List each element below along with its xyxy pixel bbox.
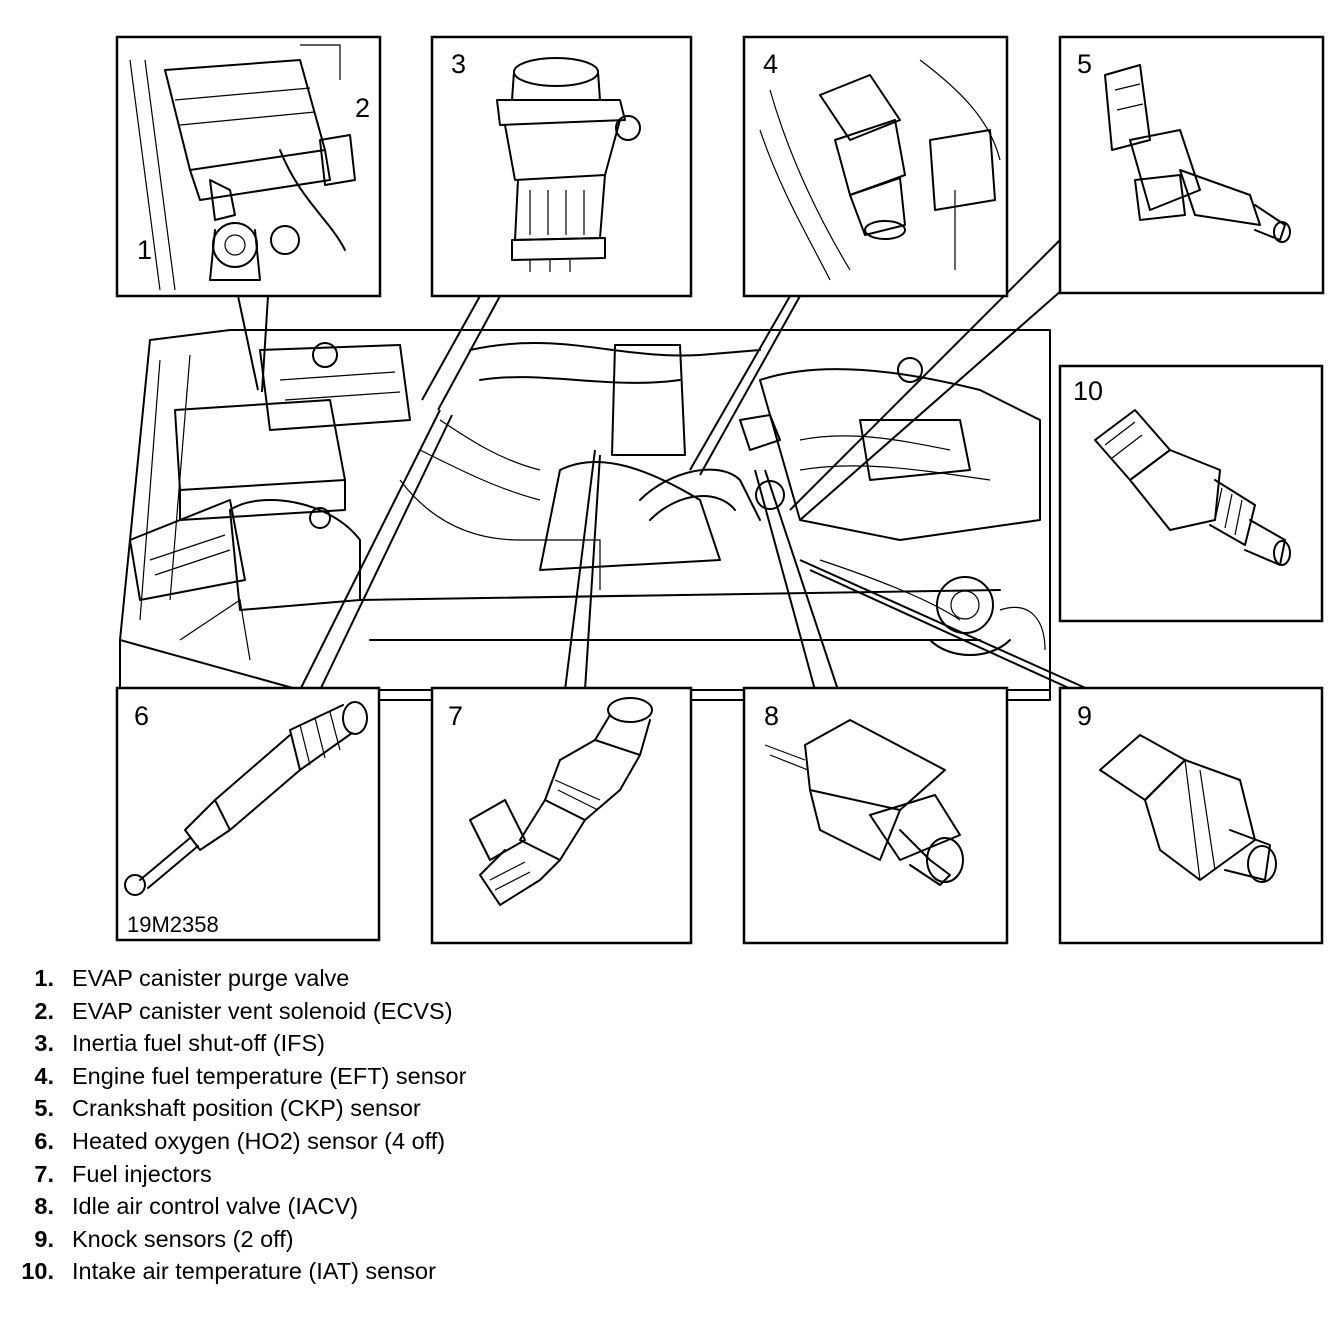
figure-code: 19M2358 bbox=[127, 912, 219, 937]
legend-item: 9. Knock sensors (2 off) bbox=[0, 1223, 640, 1256]
legend-text: Fuel injectors bbox=[72, 1160, 212, 1187]
panel-ckp-sensor: 5 bbox=[1058, 35, 1325, 295]
ho2-sensor-illustration bbox=[124, 701, 368, 896]
legend-number: 9. bbox=[34, 1225, 54, 1252]
callout-6: 6 bbox=[134, 701, 149, 731]
iat-sensor-illustration bbox=[1094, 409, 1291, 566]
panel-iacv: 8 bbox=[742, 686, 1009, 945]
legend-text: Intake air temperature (IAT) sensor bbox=[72, 1258, 436, 1285]
legend-number: 2. bbox=[34, 997, 54, 1024]
legend-number: 4. bbox=[34, 1062, 54, 1089]
eft-sensor-illustration bbox=[759, 59, 1001, 281]
leader-lines bbox=[237, 239, 1096, 701]
panel-knock-sensor: 9 bbox=[1058, 686, 1324, 945]
legend-text: Heated oxygen (HO2) sensor (4 off) bbox=[72, 1127, 446, 1154]
legend-item: 2. EVAP canister vent solenoid (ECVS) bbox=[0, 995, 640, 1028]
callout-2: 2 bbox=[355, 93, 370, 123]
callout-8: 8 bbox=[764, 701, 779, 731]
legend-number: 6. bbox=[34, 1127, 54, 1154]
legend-number: 8. bbox=[34, 1193, 54, 1220]
legend-item: 3. Inertia fuel shut-off (IFS) bbox=[0, 1027, 640, 1060]
ckp-sensor-illustration bbox=[1104, 64, 1291, 243]
legend-item: 4. Engine fuel temperature (EFT) sensor bbox=[0, 1060, 640, 1093]
callout-3: 3 bbox=[451, 49, 466, 79]
callout-1: 1 bbox=[137, 235, 152, 265]
panel-iat-sensor: 10 bbox=[1058, 364, 1324, 623]
evap-canister-illustration bbox=[129, 44, 356, 291]
legend-text: Crankshaft position (CKP) sensor bbox=[72, 1095, 421, 1122]
panel-canister-solenoid: 1 2 bbox=[115, 35, 382, 298]
legend-item: 1. EVAP canister purge valve bbox=[0, 962, 640, 995]
knock-sensor-illustration bbox=[1099, 734, 1277, 883]
legend-number: 7. bbox=[34, 1160, 54, 1187]
legend-text: Idle air control valve (IACV) bbox=[72, 1193, 359, 1220]
legend-number: 5. bbox=[34, 1095, 54, 1122]
legend-item: 10. Intake air temperature (IAT) sensor bbox=[0, 1255, 640, 1288]
engine-component-diagram: 1 2 3 4 bbox=[115, 35, 1325, 945]
callout-4: 4 bbox=[763, 49, 778, 79]
callout-9: 9 bbox=[1077, 701, 1092, 731]
legend-text: Engine fuel temperature (EFT) sensor bbox=[72, 1062, 467, 1089]
legend-text: EVAP canister vent solenoid (ECVS) bbox=[72, 997, 453, 1024]
legend-number: 1. bbox=[34, 965, 54, 991]
panel-fuel-injector: 7 bbox=[430, 686, 693, 945]
legend-item: 7. Fuel injectors bbox=[0, 1158, 640, 1191]
component-legend: 1. EVAP canister purge valve 2. EVAP can… bbox=[0, 962, 640, 1288]
legend-text: EVAP canister purge valve bbox=[72, 965, 350, 991]
inertia-switch-illustration bbox=[496, 57, 641, 272]
callout-7: 7 bbox=[448, 701, 463, 731]
legend-item: 5. Crankshaft position (CKP) sensor bbox=[0, 1092, 640, 1125]
legend-number: 3. bbox=[34, 1030, 54, 1057]
legend-number: 10. bbox=[21, 1258, 54, 1285]
panel-eft-sensor: 4 bbox=[742, 35, 1009, 298]
legend-item: 8. Idle air control valve (IACV) bbox=[0, 1190, 640, 1223]
fuel-injector-illustration bbox=[469, 697, 653, 906]
panel-inertia-switch: 3 bbox=[430, 35, 693, 298]
engine-bay-illustration bbox=[119, 329, 1051, 701]
legend-text: Inertia fuel shut-off (IFS) bbox=[72, 1030, 325, 1057]
callout-5: 5 bbox=[1077, 49, 1092, 79]
iacv-illustration bbox=[764, 719, 964, 886]
legend-text: Knock sensors (2 off) bbox=[72, 1225, 294, 1252]
callout-10: 10 bbox=[1073, 376, 1103, 406]
panel-ho2-sensor: 6 19M2358 bbox=[115, 686, 381, 942]
legend-item: 6. Heated oxygen (HO2) sensor (4 off) bbox=[0, 1125, 640, 1158]
